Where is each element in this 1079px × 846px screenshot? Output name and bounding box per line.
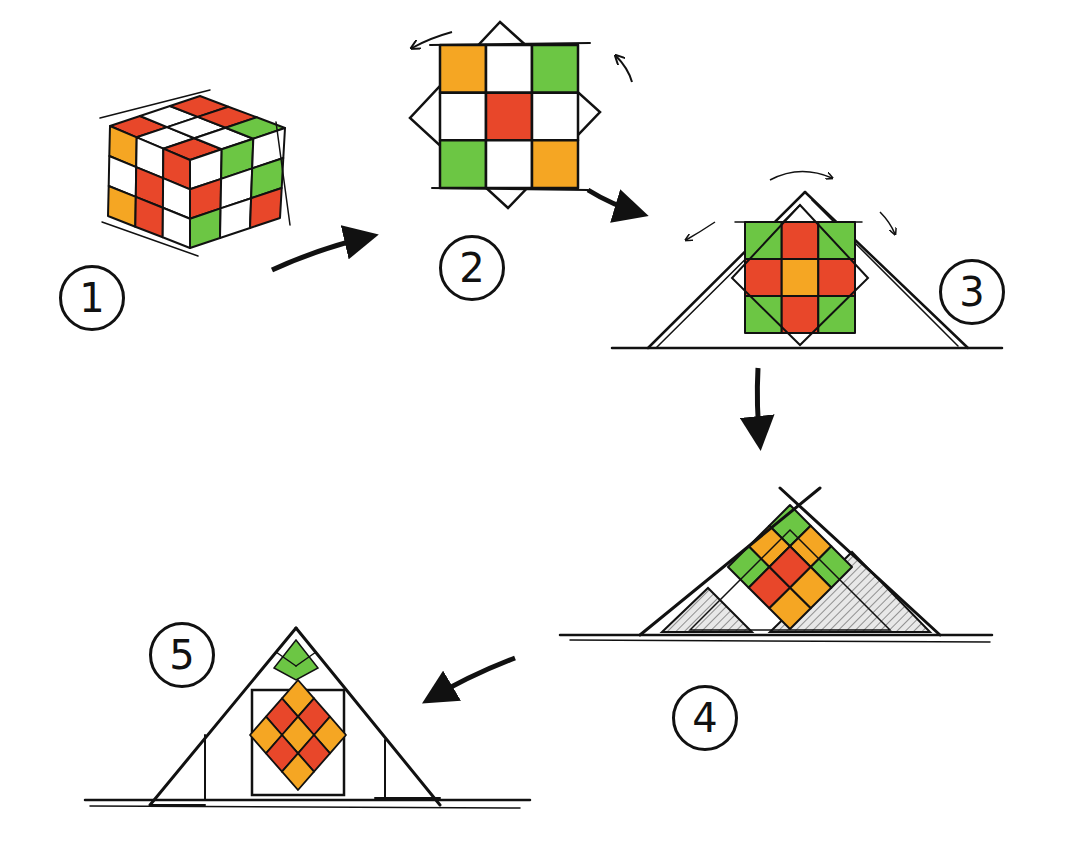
sketch-line xyxy=(612,347,1002,350)
sketch-line xyxy=(780,488,940,635)
sketch-polygon xyxy=(486,93,532,141)
sketch-polygon xyxy=(532,140,578,188)
sketch-polygon xyxy=(274,640,318,680)
sketch-polygon xyxy=(732,205,868,345)
sketch-polygon xyxy=(782,222,819,259)
step-circle: 2 xyxy=(439,235,505,301)
sketch-path xyxy=(880,212,895,234)
step-number: 3 xyxy=(959,272,984,312)
sketch-line xyxy=(204,735,206,800)
sketch-polygon xyxy=(818,259,855,296)
sketch-polygon xyxy=(220,198,251,238)
sketch-polygon xyxy=(782,259,819,296)
sketch-path xyxy=(686,222,715,240)
sketch-path xyxy=(272,236,372,270)
step-number: 1 xyxy=(79,278,104,318)
sketch-line xyxy=(656,205,800,348)
sketch-polygon xyxy=(745,296,782,333)
sketch-line xyxy=(640,488,820,635)
sketch-line xyxy=(570,640,990,642)
sketch-polygon xyxy=(745,259,782,296)
sketch-line xyxy=(432,188,588,190)
sketch-line xyxy=(102,222,198,256)
sketch-polygon xyxy=(745,222,782,259)
sketch-g xyxy=(560,488,992,642)
step-circle: 5 xyxy=(149,622,215,688)
step-circle: 1 xyxy=(59,265,125,331)
sketch-polygon xyxy=(662,588,752,632)
sketch-g xyxy=(612,192,1002,348)
sketch-polygon xyxy=(440,45,486,93)
sketch-polygon xyxy=(282,753,314,790)
sketch-g xyxy=(410,22,600,208)
sketch-polygon xyxy=(190,208,221,248)
step-number: 5 xyxy=(169,635,194,675)
sketch-line xyxy=(430,43,590,45)
sketch-polygon xyxy=(782,296,819,333)
sketch-polygon xyxy=(486,140,532,188)
sketch-line xyxy=(560,634,992,637)
sketch-polygon xyxy=(135,197,163,237)
step-number: 4 xyxy=(692,698,717,738)
sketch-line xyxy=(90,806,520,808)
sketch-g xyxy=(100,90,290,256)
sketch-polygon xyxy=(690,530,890,630)
sketch-path xyxy=(770,171,832,180)
step-circle: 4 xyxy=(672,685,738,751)
sketch-polygon xyxy=(532,45,578,93)
sketch-line xyxy=(100,90,210,118)
sketch-path xyxy=(412,32,452,48)
sketch-line xyxy=(276,652,296,666)
sketch-line xyxy=(805,192,968,348)
sketch-path xyxy=(428,658,515,700)
sketch-polygon xyxy=(250,188,282,228)
sketch-polygon xyxy=(532,93,578,141)
sketch-polygon xyxy=(818,222,855,259)
sketch-path xyxy=(616,56,632,82)
sketch-polygon xyxy=(769,588,810,629)
sketch-path xyxy=(588,190,642,214)
sketch-polygon xyxy=(486,45,532,93)
sketch-polygon xyxy=(108,186,136,227)
sketch-line xyxy=(384,740,386,800)
sketch-line xyxy=(150,804,205,806)
sketch-polygon xyxy=(818,296,855,333)
sketch-line xyxy=(296,628,440,805)
sketch-polygon xyxy=(410,22,600,208)
sketch-line xyxy=(296,652,316,666)
sketch-line xyxy=(276,122,290,225)
sketch-line xyxy=(375,797,440,799)
sketch-polygon xyxy=(440,93,486,141)
step-number: 2 xyxy=(459,248,484,288)
step-circle: 3 xyxy=(939,259,1005,325)
sketch-polygon xyxy=(163,208,190,248)
sketch-polygon xyxy=(440,140,486,188)
sketch-line xyxy=(735,221,862,223)
sketch-path xyxy=(757,368,760,444)
